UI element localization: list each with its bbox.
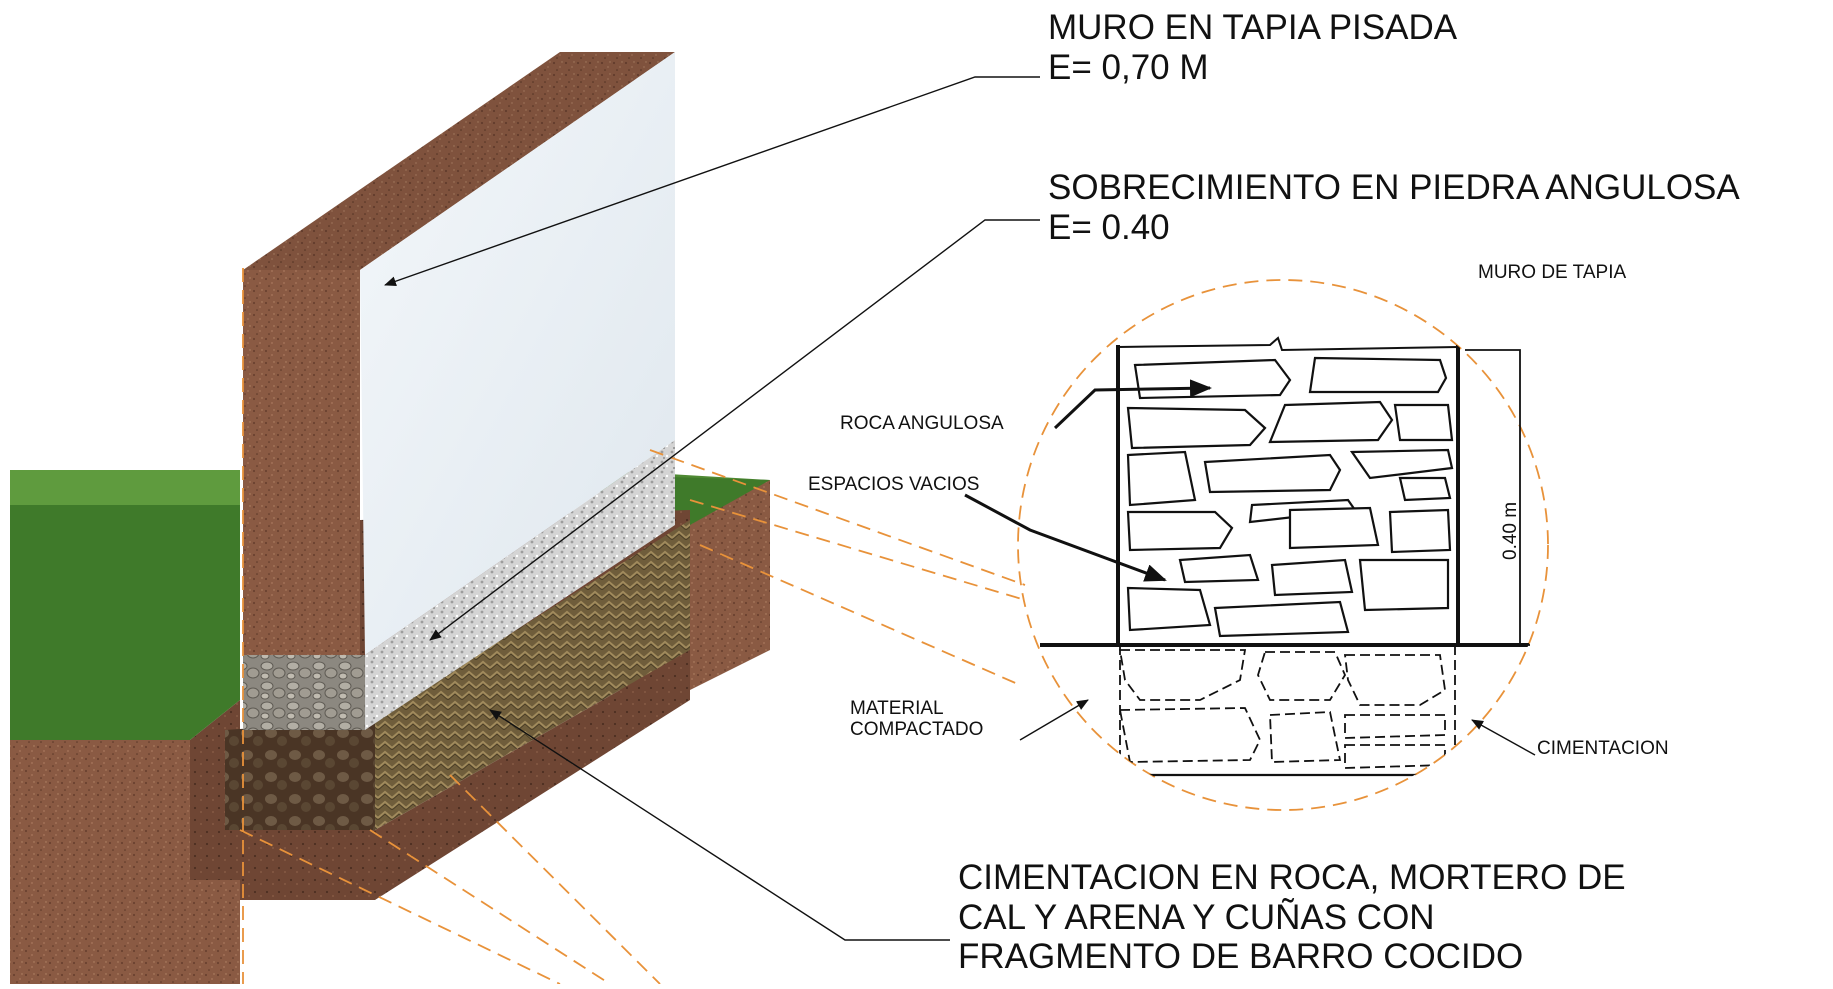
rubble-foundation-front [225,720,375,830]
leader-cimentacion-detail [1471,719,1536,756]
roca-angulosa-label: ROCA ANGULOSA [840,413,1004,434]
muro-thickness: E= 0,70 M [1048,47,1209,87]
material-line2: COMPACTADO [850,719,984,741]
wall-end-face [243,270,360,655]
detail-circle-outline [1017,279,1549,811]
leader-muro [384,76,1040,287]
plinth-front [243,655,365,730]
leader-roca-angulosa [1053,379,1212,430]
material-line1: MATERIAL [850,698,944,719]
foundation-stones-dashed [1118,649,1446,769]
sobrecimiento-title: SOBRECIMIENTO EN PIEDRA ANGULOSA [1048,168,1740,207]
dimension-label: 0.40 m [1500,501,1521,560]
isometric-foundation-model [10,52,1026,985]
espacios-vacios-label: ESPACIOS VACIOS [808,474,980,495]
sobrecimiento-label: SOBRECIMIENTO EN PIEDRA ANGULOSA E= 0.40 [1048,168,1740,247]
sobrecimiento-thickness: E= 0.40 [1048,207,1170,247]
cimentacion-line2: CAL Y ARENA Y CUÑAS CON [958,897,1435,937]
left-grass-top [10,470,240,740]
angular-stones-sketch [1126,356,1454,638]
leader-espacios-vacios [964,493,1167,582]
leader-sobrecimiento [429,219,1040,641]
projection-guide-lines [239,268,1026,985]
muro-label: MURO EN TAPIA PISADA E= 0,70 M [1048,8,1457,87]
leader-lines [384,76,1040,941]
cimentacion-line1: CIMENTACION EN ROCA, MORTERO DE [958,858,1626,897]
woven-foundation-side [375,520,690,830]
wall-top [243,52,675,270]
cimentacion-line3: FRAGMENTO DE BARRO COCIDO [958,937,1524,977]
muro-title: MURO EN TAPIA PISADA [1048,8,1458,47]
height-dimension [1460,349,1530,646]
leader-cimentacion [489,709,950,941]
material-compactado-label: MATERIAL COMPACTADO [850,698,983,741]
detail-title: MURO DE TAPIA [1478,262,1627,283]
right-ground-block [690,480,770,690]
leader-material [1019,699,1089,741]
detail-circle [964,279,1549,811]
cimentacion-detail-label: CIMENTACION [1537,738,1669,759]
cimentacion-label: CIMENTACION EN ROCA, MORTERO DE CAL Y AR… [958,858,1626,977]
wall-side-face [360,52,675,655]
